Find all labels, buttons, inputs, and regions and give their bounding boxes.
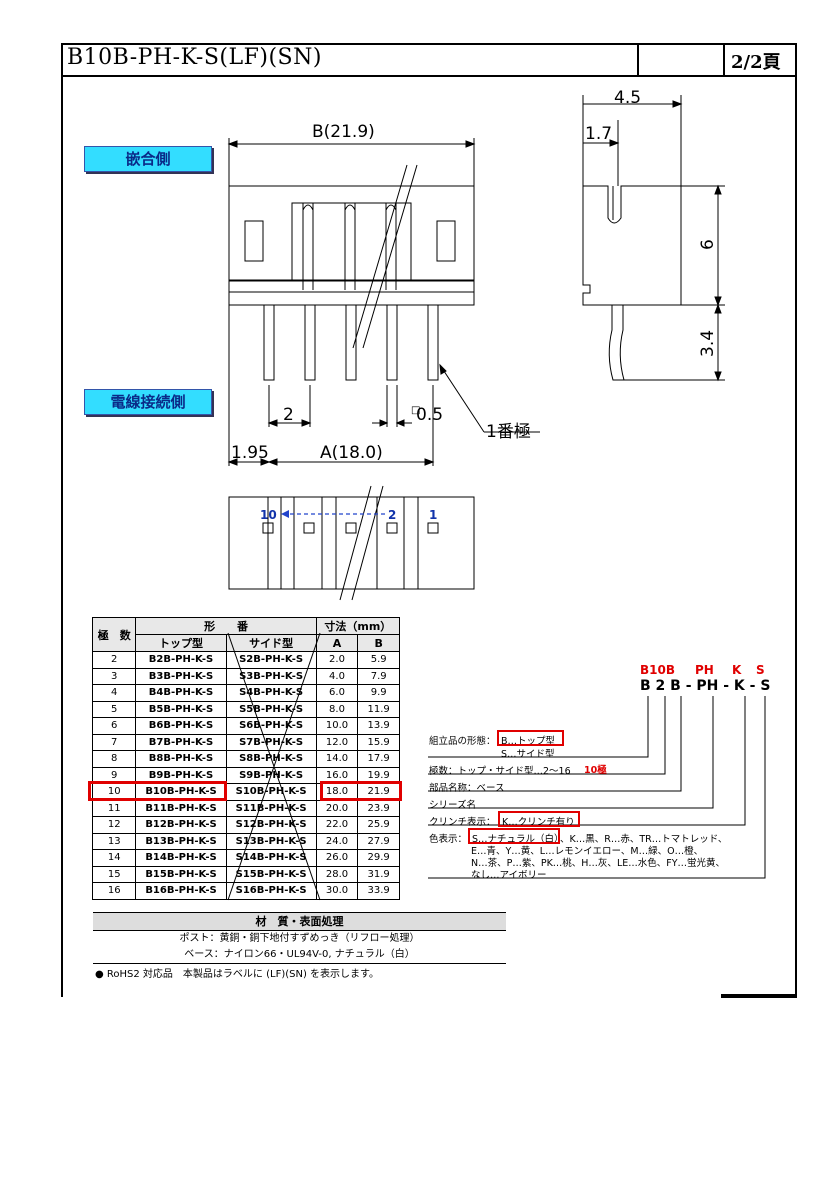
dim-offset: 1.95 bbox=[231, 443, 269, 463]
form-s: S…サイド型 bbox=[501, 749, 555, 760]
dim-a: A(18.0) bbox=[320, 443, 383, 463]
cell-b: 13.9 bbox=[357, 717, 400, 735]
color-line-1: 、K…黒、R…赤、TR…トマトレッド、 bbox=[560, 834, 728, 845]
dim-depth: 4.5 bbox=[614, 88, 641, 108]
col-poles: 極 数 bbox=[91, 617, 137, 652]
drawing-frame bbox=[61, 43, 797, 997]
poles-red: 10極 bbox=[584, 765, 607, 776]
title-block: B10B-PH-K-S(LF)(SN) 2/2頁 bbox=[61, 43, 797, 77]
color-s-highlight bbox=[468, 828, 560, 844]
dim-height: 6 bbox=[698, 239, 718, 250]
frame-corner-bar bbox=[721, 994, 797, 998]
color-line-2: E…青、Y…黄、L…レモンイエロー、M…緑、O…橙、 bbox=[471, 846, 704, 857]
cell-b: 33.9 bbox=[357, 882, 400, 900]
series-name: シリーズ名 bbox=[429, 800, 477, 811]
dim-tail: 3.4 bbox=[698, 330, 718, 357]
color-line-4: なし…アイボリー bbox=[471, 870, 547, 881]
code-black: B 2 B - PH - K - S bbox=[640, 678, 771, 694]
title-blank-cell bbox=[637, 43, 725, 75]
pin-one-label: 1番極 bbox=[486, 422, 531, 442]
crimp-label: クリンチ表示： bbox=[429, 817, 496, 828]
highlight-dims-10 bbox=[320, 781, 402, 801]
crimp-highlight bbox=[498, 811, 580, 827]
cell-top: B16B-PH-K-S bbox=[135, 882, 227, 900]
dim-b-overall: B(21.9) bbox=[312, 122, 375, 142]
wire-side-label: 電線接続側 bbox=[84, 389, 212, 415]
form-b-highlight bbox=[497, 730, 564, 746]
material-post: ポスト：黄銅・銅下地付すずめっき（リフロー処理） bbox=[179, 933, 420, 944]
dim-pin-width: 0.5 bbox=[416, 405, 443, 425]
material-block: 材 質・表面処理 ポスト：黄銅・銅下地付すずめっき（リフロー処理） ベース：ナイ… bbox=[93, 912, 506, 964]
color-label: 色表示： bbox=[429, 834, 468, 845]
col-model: 形 番 bbox=[135, 617, 317, 635]
form-b: B…トップ型 bbox=[501, 736, 556, 747]
crimp-value: K…クリンチ有り bbox=[502, 817, 575, 828]
code-red-ph: PH bbox=[695, 663, 714, 677]
code-red-k: K bbox=[732, 663, 742, 677]
mating-side-label: 嵌合側 bbox=[84, 146, 212, 172]
bottom-pin-1: 1 bbox=[429, 508, 437, 522]
highlight-top-10 bbox=[88, 781, 227, 801]
svg-text:□: □ bbox=[411, 405, 420, 416]
page-number: 2/2頁 bbox=[731, 52, 781, 73]
col-b: B bbox=[357, 634, 400, 652]
col-a: A bbox=[315, 634, 359, 652]
material-heading: 材 質・表面処理 bbox=[93, 912, 506, 931]
bottom-pin-10: 10 bbox=[260, 508, 277, 522]
form-label: 組立品の形態： bbox=[429, 736, 496, 747]
code-red-s: S bbox=[756, 663, 765, 677]
part-name: 部品名称：ベース bbox=[429, 783, 505, 794]
poles-label: 極数：トップ・サイド型…2〜16 bbox=[429, 766, 571, 777]
drawing-title: B10B-PH-K-S(LF)(SN) bbox=[67, 45, 322, 70]
material-base: ベース：ナイロン66・UL94V-0, ナチュラル（白） bbox=[93, 947, 506, 964]
dim-pitch: 2 bbox=[283, 405, 294, 425]
dim-post: 1.7 bbox=[585, 124, 612, 144]
bottom-pin-2: 2 bbox=[388, 508, 396, 522]
color-line-3: N…茶、P…紫、PK…桃、H…灰、LE…水色、FY…蛍光黄、 bbox=[471, 858, 726, 869]
col-top: トップ型 bbox=[135, 634, 227, 652]
color-s: S…ナチュラル（白） bbox=[472, 834, 564, 845]
page-cell bbox=[723, 43, 797, 75]
cell-poles: 16 bbox=[91, 882, 137, 900]
rohs-note: ● RoHS2 対応品 本製品はラベルに (LF)(SN) を表示します。 bbox=[95, 969, 380, 980]
code-red-b10b: B10B bbox=[640, 663, 675, 677]
